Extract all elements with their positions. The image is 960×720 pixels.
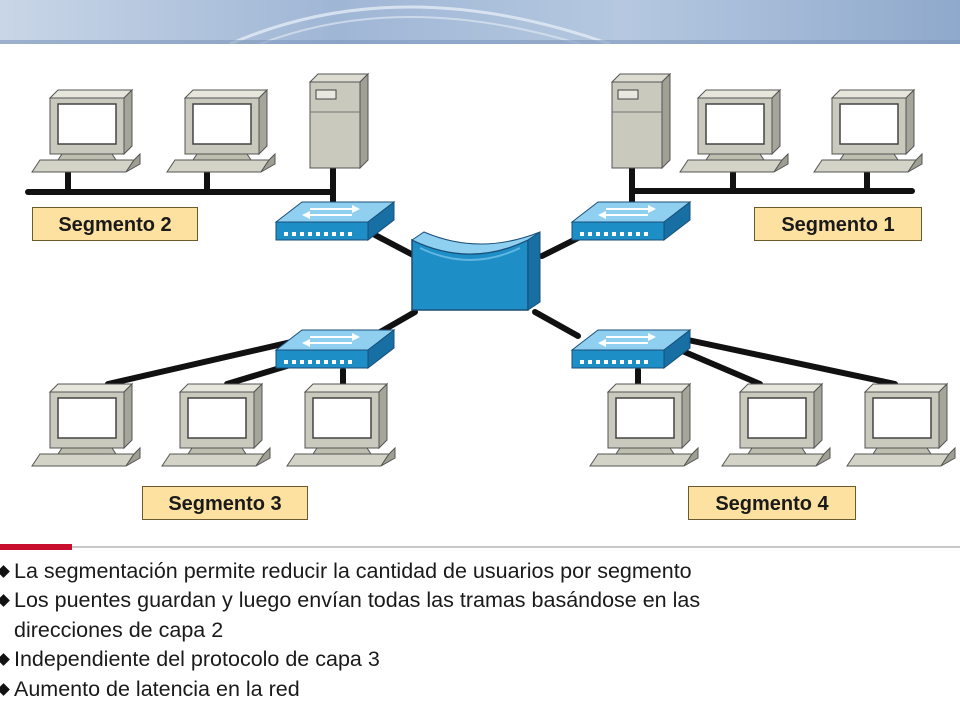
bullet-item: Independiente del protocolo de capa 3: [0, 645, 960, 674]
bullet-item: La segmentación permite reducir la canti…: [0, 557, 960, 586]
bridge-icon: [571, 329, 691, 369]
bridge-icon: [275, 329, 395, 369]
bullet-text: Los puentes guardan y luego envían todas…: [14, 588, 701, 613]
workstation-icon: [721, 383, 831, 467]
segment-3-label: Segmento 3: [142, 486, 308, 520]
workstation-icon: [589, 383, 699, 467]
bullet-diamond-icon: [0, 565, 10, 578]
workstation-icon: [31, 383, 141, 467]
bullet-text: Independiente del protocolo de capa 3: [14, 647, 380, 672]
bullet-text: La segmentación permite reducir la canti…: [14, 559, 692, 583]
slide-divider: [0, 544, 960, 550]
network-diagram: [25, 73, 956, 467]
bridge-icon: [571, 201, 691, 241]
bullet-diamond-icon: [0, 594, 10, 608]
router-icon: [410, 231, 541, 311]
bullet-diamond-icon: [0, 682, 10, 696]
workstation-icon: [31, 89, 141, 173]
bullet-text: Aumento de latencia en la red: [14, 676, 300, 701]
header-banner: [0, 0, 960, 44]
server-icon: [309, 73, 369, 169]
workstation-icon: [813, 89, 923, 173]
segment-1-label: Segmento 1: [754, 207, 922, 241]
server-icon: [611, 73, 671, 169]
segment-4-label: Segmento 4: [688, 486, 856, 520]
workstation-icon: [166, 89, 276, 173]
workstation-icon: [286, 383, 396, 467]
bullet-item: Aumento de latencia en la red: [0, 675, 960, 704]
workstation-icon: [679, 89, 789, 173]
segment-2-label: Segmento 2: [32, 207, 198, 241]
bullet-item: Los puentes guardan y luego envían todas…: [0, 586, 960, 615]
bullet-diamond-icon: [0, 653, 10, 667]
bullet-list: La segmentación permite reducir la canti…: [0, 557, 960, 704]
workstation-icon: [161, 383, 271, 467]
workstation-icon: [846, 383, 956, 467]
bullet-continuation: direcciones de capa 2: [14, 617, 224, 642]
